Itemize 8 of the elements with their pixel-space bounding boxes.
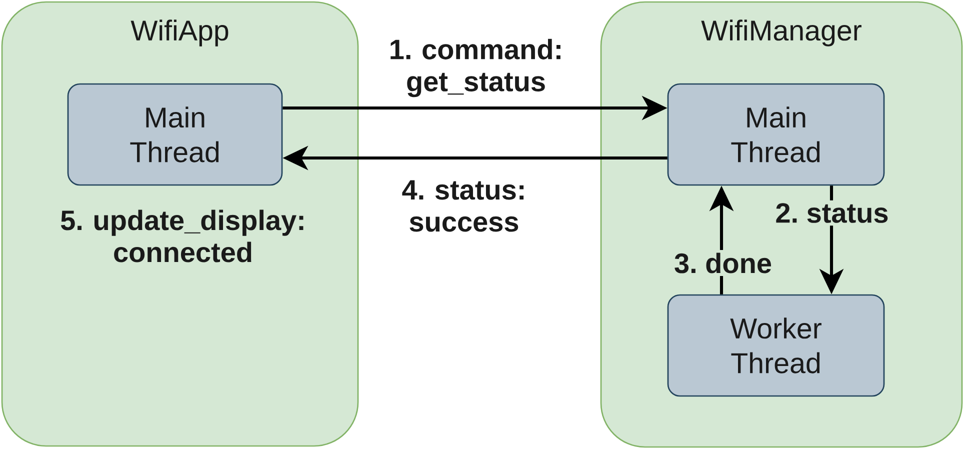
- edge-label: 4. status: success: [386, 178, 542, 234]
- step-label: 5. update_display: connected: [60, 210, 304, 262]
- edge-label: 2. status: [772, 200, 892, 226]
- edge-label: 1. command: get_status: [378, 36, 574, 100]
- edge-label: 3. done: [671, 250, 775, 276]
- process-box: Main Thread: [667, 83, 885, 186]
- process-box: Main Thread: [67, 83, 283, 186]
- process-box: Worker Thread: [667, 294, 885, 397]
